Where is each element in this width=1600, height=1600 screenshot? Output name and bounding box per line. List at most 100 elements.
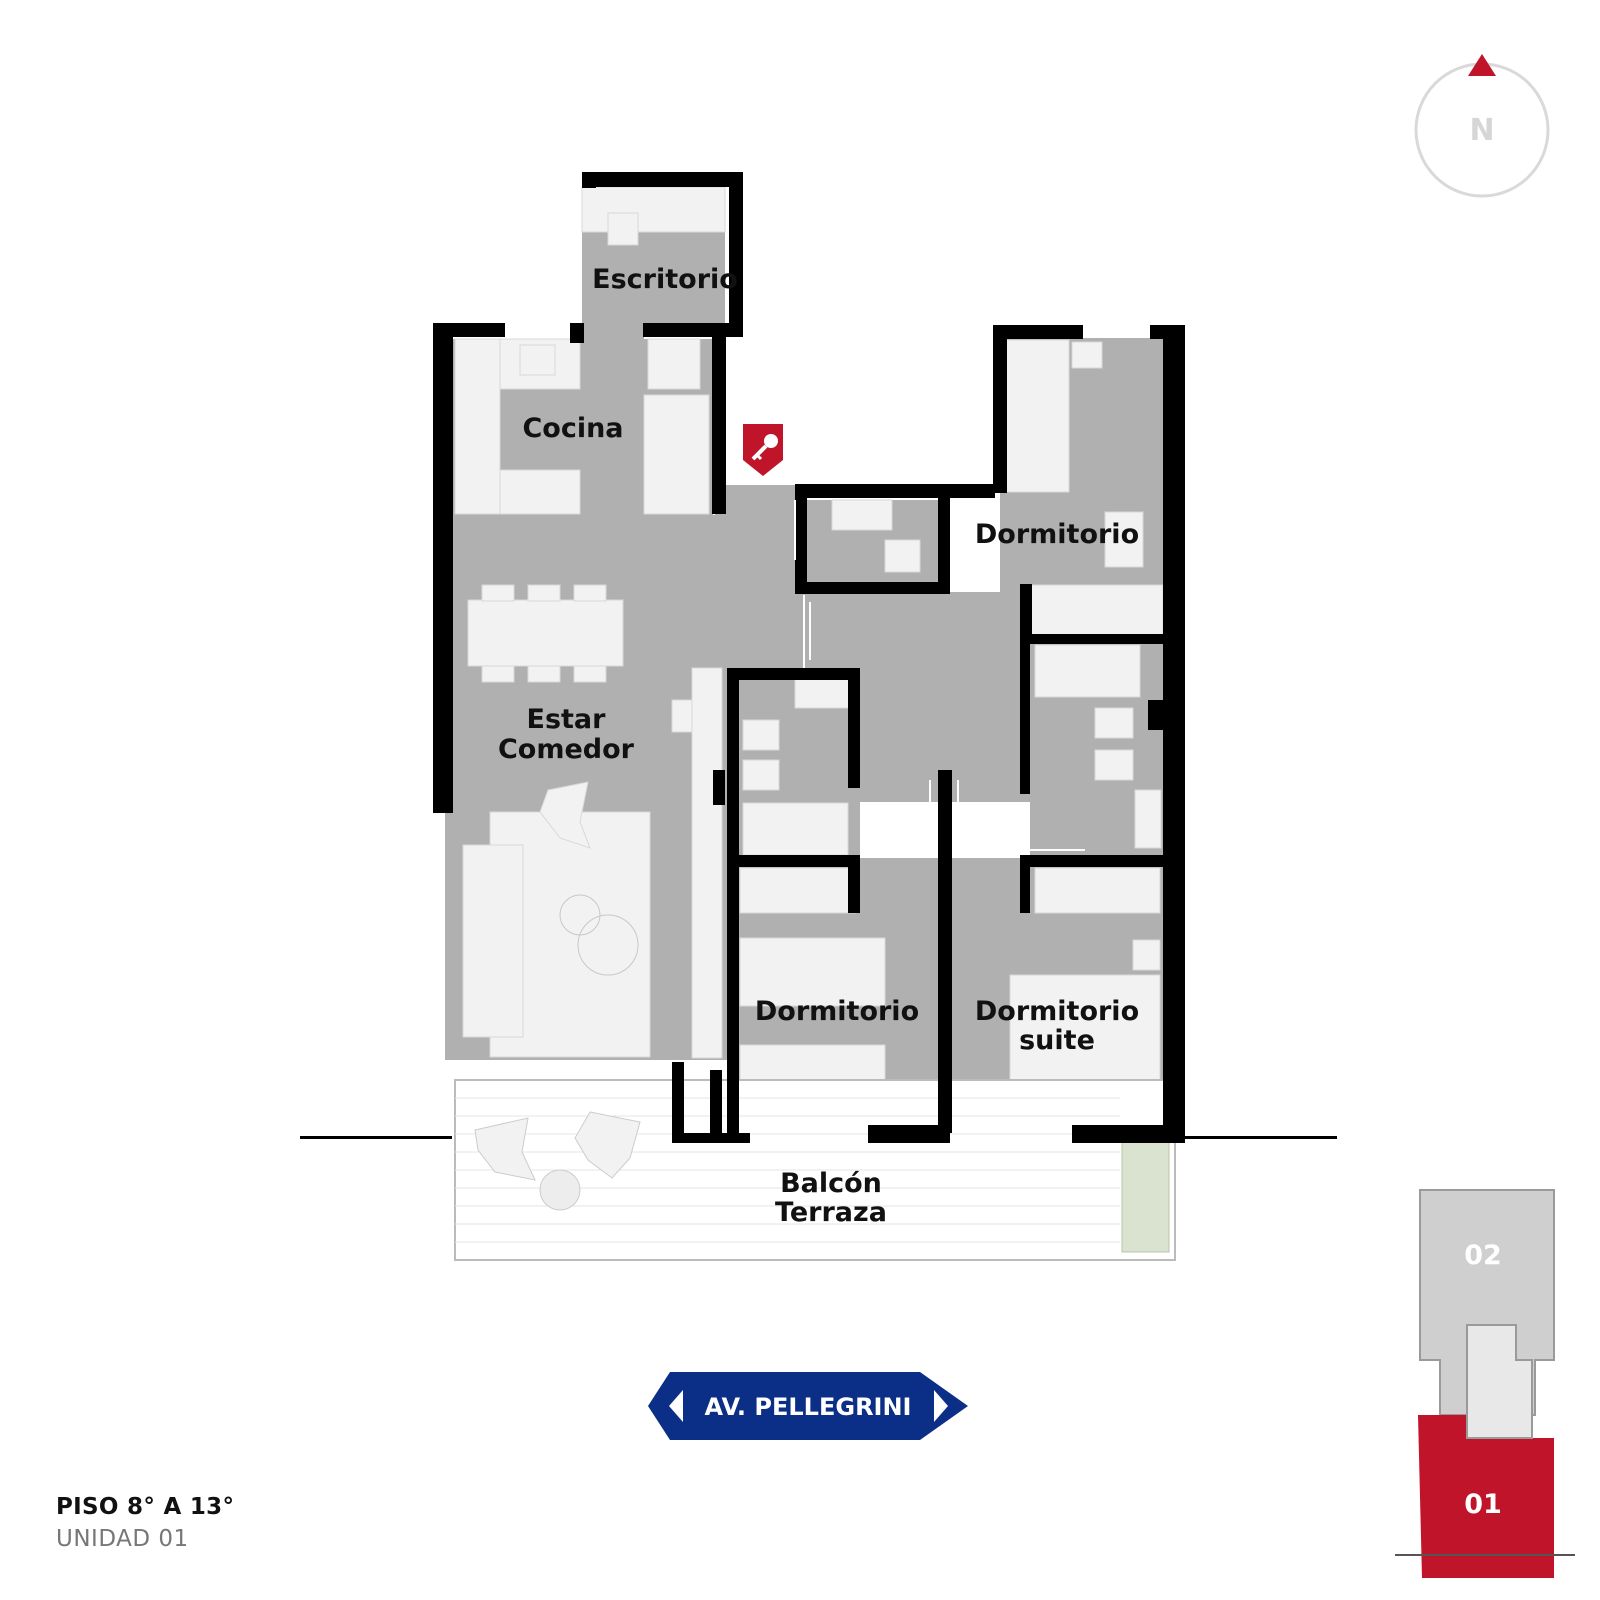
unit-02-shape	[1419, 1189, 1555, 1416]
wall	[727, 668, 739, 1133]
bath1-vanity	[831, 499, 893, 531]
bath2-tub	[742, 802, 849, 856]
floor-title: PISO 8° A 13°	[56, 1494, 235, 1520]
label-dormitorio-suite: Dormitorio	[975, 996, 1139, 1027]
street-sign-shape	[648, 1372, 968, 1440]
doors	[794, 500, 1085, 851]
nightstand-suite	[1132, 939, 1161, 971]
unit-02-label: 02	[1464, 1240, 1502, 1271]
unit-01-label: 01	[1464, 1489, 1502, 1520]
wall	[643, 323, 743, 337]
bath3-bidet	[1094, 707, 1134, 739]
wall	[433, 323, 453, 813]
core-shape	[1466, 1324, 1533, 1439]
dining-chair	[481, 584, 515, 602]
wall	[993, 325, 1083, 339]
wall	[938, 494, 950, 594]
wall	[1150, 325, 1185, 339]
wall	[1163, 325, 1185, 1133]
balcony-table	[539, 1169, 581, 1211]
key-plan-baseline	[1395, 1554, 1575, 1556]
street-label: AV. PELLEGRINI	[705, 1393, 912, 1421]
wall	[433, 323, 505, 337]
fridge	[647, 338, 701, 390]
label-comedor: Comedor	[498, 734, 635, 765]
bath2-toilet	[742, 759, 780, 791]
dining-chair	[527, 584, 561, 602]
dining-chair	[573, 665, 607, 683]
bed-north	[1002, 339, 1070, 493]
kitchen-counter-bottom	[499, 469, 581, 515]
wall	[1148, 700, 1163, 730]
bath3-tub	[1034, 644, 1141, 698]
floor-hall	[715, 485, 805, 595]
desk-chair	[607, 212, 639, 246]
wall	[868, 1125, 950, 1143]
wall	[1020, 584, 1030, 794]
kitchen-unit-right	[643, 394, 710, 515]
wall	[710, 1070, 722, 1142]
bath1-toilet	[884, 539, 921, 573]
wardrobe-north	[1029, 584, 1164, 636]
chevron-left-icon	[669, 1390, 683, 1422]
wall	[1020, 855, 1165, 867]
wall	[570, 323, 584, 343]
wall	[938, 770, 952, 1133]
kitchen-sink	[519, 344, 556, 376]
wardrobe-middle	[739, 867, 856, 914]
wall	[727, 668, 860, 680]
wall	[1020, 855, 1030, 913]
bath2-vanity	[794, 677, 851, 709]
wall	[1072, 1125, 1185, 1143]
room-labels: Escritorio Cocina Dormitorio Estar Comed…	[498, 264, 1139, 1228]
label-balcon: Balcón	[780, 1168, 882, 1199]
dining-chair	[527, 665, 561, 683]
balcony-chair	[474, 1117, 536, 1181]
living-cabinet	[691, 667, 723, 1059]
unit-01-shape	[1418, 1415, 1554, 1578]
desk	[581, 186, 726, 233]
key-icon	[743, 424, 783, 476]
dining-chair	[481, 665, 515, 683]
unit-label: UNIDAD 01	[56, 1526, 189, 1552]
label-terraza: Terraza	[775, 1197, 887, 1228]
furniture	[454, 186, 1164, 1121]
key-plan: 02 01	[1395, 1189, 1575, 1578]
wall	[1020, 634, 1165, 644]
wall	[993, 325, 1007, 493]
dining-chair	[573, 584, 607, 602]
chevron-right-icon	[934, 1390, 948, 1422]
planter	[1121, 1139, 1170, 1253]
property-line	[1185, 1136, 1337, 1139]
label-dormitorio-north: Dormitorio	[975, 519, 1139, 550]
bath3-toilet	[1094, 749, 1134, 781]
walls	[300, 172, 1337, 1143]
wall	[582, 172, 743, 187]
wall	[712, 329, 726, 514]
wall	[582, 172, 596, 188]
property-line	[300, 1136, 452, 1139]
wall	[713, 770, 725, 805]
label-cocina: Cocina	[522, 413, 623, 444]
bath3-vanity	[1134, 789, 1162, 849]
label-estar: Estar	[527, 704, 607, 735]
wall	[848, 855, 860, 913]
wall	[795, 484, 807, 594]
dining-table	[467, 599, 624, 667]
balcony-chair	[574, 1111, 641, 1179]
bath2-bidet	[742, 719, 780, 751]
desk-north	[1104, 511, 1144, 568]
wall	[727, 855, 860, 867]
nightstand-north	[1071, 341, 1103, 369]
wall	[805, 582, 950, 594]
compass-arrow-icon	[1468, 54, 1496, 76]
compass: N	[1414, 54, 1550, 198]
label-suite: suite	[1019, 1025, 1095, 1056]
street-sign: AV. PELLEGRINI	[648, 1372, 968, 1440]
kitchen-counter-left	[454, 338, 501, 515]
sofa	[462, 844, 524, 1038]
armchair	[539, 781, 591, 849]
wall	[672, 1062, 684, 1142]
wall	[795, 484, 995, 498]
